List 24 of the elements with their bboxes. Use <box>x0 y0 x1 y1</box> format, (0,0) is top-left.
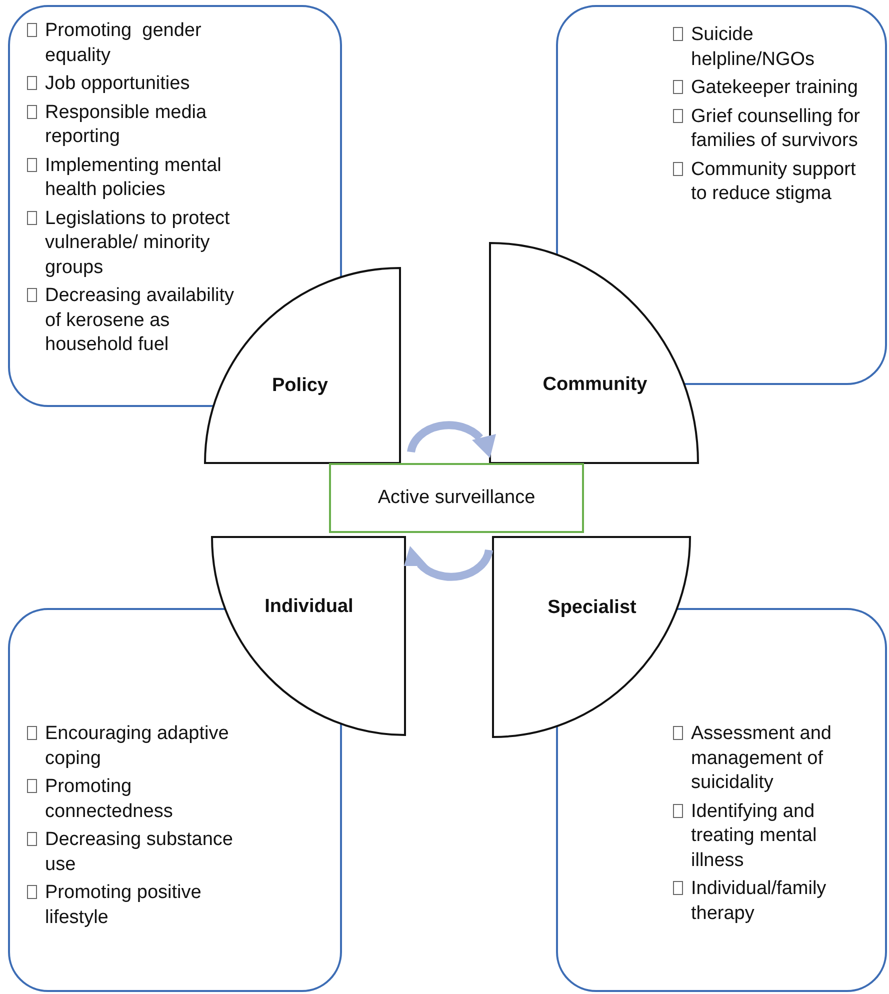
list-item: Promoting positive lifestyle <box>45 881 202 930</box>
rounded-box <box>8 5 342 407</box>
list-item: Community support to reduce stigma <box>691 158 857 206</box>
list-item: Encouraging adaptive coping <box>45 722 230 770</box>
sector-label: Individual <box>264 596 354 618</box>
list-item: Job opportunities <box>45 72 190 96</box>
list-item: Implementing mental health policies <box>45 154 222 202</box>
list-item: Promoting gender equality <box>45 19 202 68</box>
center-label: Active surveillance <box>378 487 536 509</box>
list-item: Decreasing availability of kerosene as household fuel <box>45 284 236 357</box>
sector-label: Policy <box>272 375 328 397</box>
list-item: Assessment and management of suicidality <box>691 722 832 795</box>
list-item: Suicide helpline/NGOs <box>691 23 816 72</box>
list-item: Promoting connectedness <box>45 775 174 824</box>
list-item: Grief counselling for families of survivors <box>691 104 861 153</box>
list-item: Identifying and treating mental illness <box>691 800 818 872</box>
list-item: Individual/family therapy <box>691 877 828 926</box>
list-item: Gatekeeper training <box>691 76 858 100</box>
sector-label: Specialist <box>548 597 636 619</box>
list-item: Legislations to protect vulnerable/ minority groups <box>45 206 231 280</box>
sector-label: Community <box>542 374 648 396</box>
center-box <box>329 463 584 533</box>
list-item: Responsible media reporting <box>45 100 208 149</box>
list-item: Decreasing substance use <box>45 828 234 876</box>
